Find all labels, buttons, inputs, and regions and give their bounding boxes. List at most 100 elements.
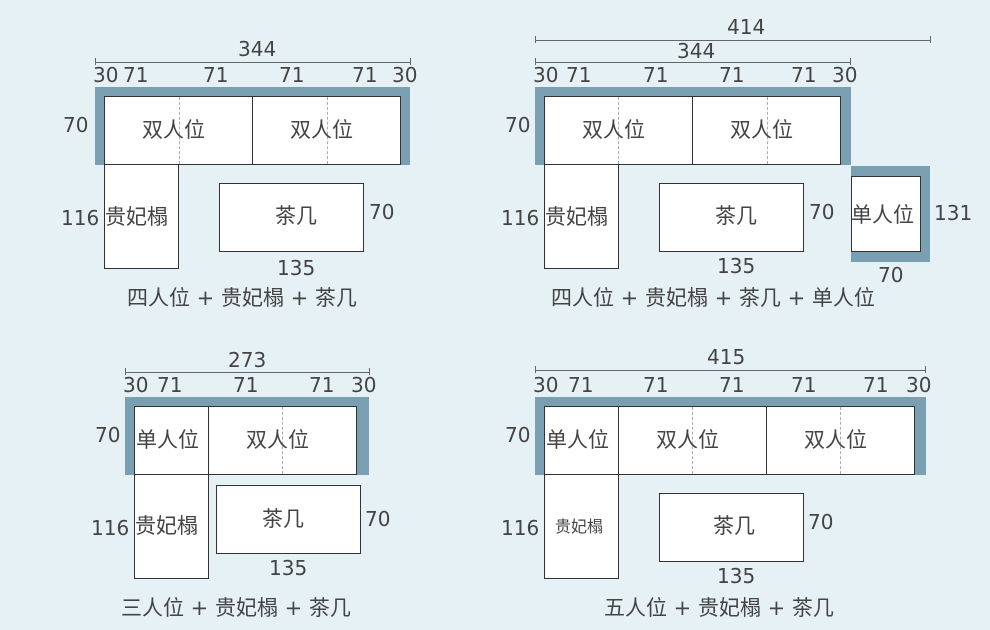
- coffee-table-label: 茶几: [262, 507, 304, 531]
- dim-seat: 71: [643, 373, 669, 397]
- dimension-line: [535, 370, 925, 371]
- chaise-label: 贵妃榻: [105, 205, 168, 229]
- dim-arm-left: 30: [93, 63, 119, 87]
- dim-seat: 71: [568, 373, 594, 397]
- dim-chaise-length: 116: [91, 516, 130, 540]
- dim-seat: 71: [279, 63, 305, 87]
- chaise: [544, 164, 619, 269]
- dim-depth: 70: [63, 113, 89, 137]
- single-seat-label: 单人位: [136, 428, 199, 452]
- single-seat-label: 单人位: [546, 428, 609, 452]
- two-seat-cushion: [252, 96, 401, 165]
- coffee-table: [216, 485, 361, 554]
- two-seat-label: 双人位: [246, 428, 309, 452]
- dim-seat: 71: [643, 63, 669, 87]
- dim-seat: 71: [157, 373, 183, 397]
- dimension-line: [535, 40, 930, 41]
- dimension-tick: [125, 368, 126, 375]
- dim-seat: 71: [719, 373, 745, 397]
- single-seat-label: 单人位: [851, 203, 914, 227]
- dim-seat: 71: [352, 63, 378, 87]
- dim-table-width: 135: [277, 256, 316, 280]
- two-seat-cushion: [692, 96, 841, 165]
- layout-caption: 五人位 + 贵妃榻 + 茶几: [604, 596, 834, 620]
- seam-line: [618, 97, 619, 164]
- layout-caption: 四人位 + 贵妃榻 + 茶几: [127, 286, 357, 310]
- dimension-tick: [925, 366, 926, 373]
- dim-seat: 71: [309, 373, 335, 397]
- dimension-tick: [410, 58, 411, 65]
- two-seat-label: 双人位: [656, 428, 719, 452]
- two-seat-label: 双人位: [142, 118, 205, 142]
- dim-arm-left: 30: [123, 373, 149, 397]
- dim-depth: 70: [505, 113, 531, 137]
- dim-arm-right: 30: [832, 63, 858, 87]
- dim-seat: 71: [719, 63, 745, 87]
- coffee-table: [219, 183, 364, 252]
- dimension-tick: [535, 366, 536, 373]
- coffee-table: [659, 493, 804, 562]
- dim-single-depth: 131: [934, 201, 973, 225]
- dim-total-width: 344: [677, 39, 716, 63]
- two-seat-cushion: [104, 96, 253, 165]
- dim-seat: 71: [233, 373, 259, 397]
- dimension-tick: [95, 58, 96, 65]
- two-seat-label: 双人位: [290, 118, 353, 142]
- dimension-line: [125, 372, 369, 373]
- dim-table-depth: 70: [369, 200, 395, 224]
- dimension-line: [535, 62, 850, 63]
- dim-seat: 71: [863, 373, 889, 397]
- chaise: [134, 474, 209, 579]
- dim-seat: 71: [203, 63, 229, 87]
- dim-seat: 71: [791, 373, 817, 397]
- single-seat-cushion: [134, 406, 209, 475]
- dim-table-depth: 70: [808, 510, 834, 534]
- seam-line: [692, 407, 693, 474]
- dimension-line: [95, 62, 410, 63]
- two-seat-label: 双人位: [730, 118, 793, 142]
- dimension-tick: [535, 58, 536, 65]
- dim-total-width: 273: [228, 348, 267, 372]
- dim-arm-left: 30: [533, 373, 559, 397]
- coffee-table: [659, 183, 804, 252]
- dimension-tick: [369, 368, 370, 375]
- dim-chaise-length: 116: [61, 206, 100, 230]
- dim-total-width: 415: [707, 345, 746, 369]
- dim-chaise-length: 116: [501, 516, 540, 540]
- dim-seat: 71: [791, 63, 817, 87]
- dim-arm-left: 30: [533, 63, 559, 87]
- dim-overall-width: 414: [727, 15, 766, 39]
- chaise: [104, 164, 179, 269]
- dim-single-width: 70: [878, 263, 904, 287]
- dim-seat: 71: [123, 63, 149, 87]
- seam-line: [179, 97, 180, 164]
- dim-depth: 70: [95, 423, 121, 447]
- single-seat-cushion: [851, 176, 921, 252]
- coffee-table-label: 茶几: [713, 514, 755, 538]
- dim-chaise-length: 116: [501, 206, 540, 230]
- dim-table-width: 135: [717, 564, 756, 588]
- dim-seat: 71: [566, 63, 592, 87]
- dimension-tick: [930, 36, 931, 43]
- chaise-label: 贵妃榻: [135, 514, 198, 538]
- coffee-table-label: 茶几: [275, 204, 317, 228]
- two-seat-label: 双人位: [804, 428, 867, 452]
- seam-line: [840, 407, 841, 474]
- single-seat-cushion: [544, 406, 619, 475]
- dim-table-depth: 70: [365, 507, 391, 531]
- dimension-tick: [850, 58, 851, 65]
- seam-line: [327, 97, 328, 164]
- two-seat-label: 双人位: [582, 118, 645, 142]
- dim-depth: 70: [505, 423, 531, 447]
- dim-table-width: 135: [269, 556, 308, 580]
- layout-caption: 三人位 + 贵妃榻 + 茶几: [121, 596, 351, 620]
- dim-total-width: 344: [238, 37, 277, 61]
- dim-table-depth: 70: [809, 200, 835, 224]
- chaise-label: 贵妃榻: [545, 205, 608, 229]
- dimension-tick: [535, 36, 536, 43]
- chaise-label: 贵妃榻: [555, 517, 604, 536]
- dim-arm-right: 30: [906, 373, 932, 397]
- seam-line: [767, 97, 768, 164]
- chaise: [544, 474, 619, 579]
